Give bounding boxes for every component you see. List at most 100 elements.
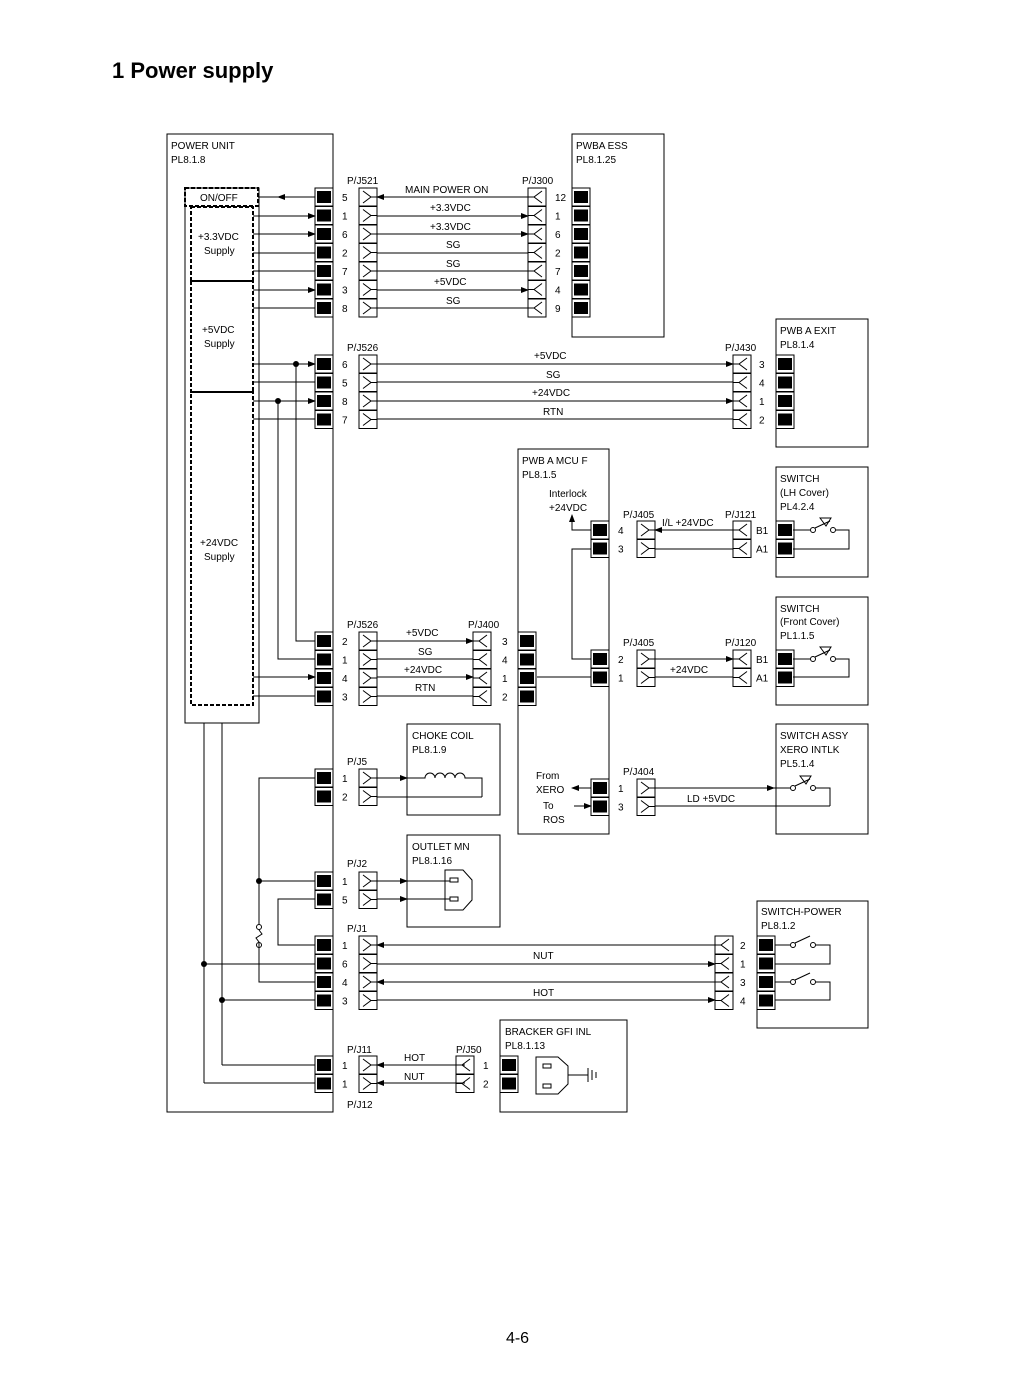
- pin-frame: [775, 668, 795, 687]
- pin-square: [317, 191, 331, 203]
- pin-chevron: [362, 301, 377, 315]
- pin-chevron: [473, 690, 488, 703]
- wire: [255, 929, 315, 983]
- pin-square: [317, 672, 331, 684]
- pin-number: 5: [342, 193, 348, 204]
- supply-24v-box: [190, 391, 254, 706]
- choke-coil-ref: PL8.1.9: [412, 745, 447, 756]
- switch-power-name: SWITCH-POWER: [761, 907, 842, 918]
- pj400-label: P/J400: [468, 620, 500, 631]
- pin-chevron: [362, 376, 377, 389]
- switch-front-ref: PL1.1.5: [780, 631, 815, 642]
- pin-frame: [314, 787, 334, 806]
- switch-xero-ref: PL5.1.4: [780, 759, 815, 770]
- pin-square: [778, 376, 792, 389]
- pin-square: [317, 957, 331, 970]
- signal-gfi-hot: HOT: [404, 1053, 425, 1064]
- pin-frame: [775, 539, 795, 558]
- pin-square: [317, 635, 331, 647]
- power-unit-block: [166, 133, 334, 1113]
- signal-ld-5v: LD +5VDC: [687, 794, 735, 805]
- mcu-interlock-voltage: +24VDC: [549, 503, 587, 514]
- page-number: 4-6: [505, 1330, 530, 1347]
- pin-square: [317, 653, 331, 666]
- pin-chevron: [362, 264, 377, 278]
- supply-33v-label-2: Supply: [204, 246, 235, 257]
- pwba-ess-name: PWBA ESS: [576, 141, 628, 152]
- inlet-slot: [542, 1083, 552, 1089]
- pin-chevron: [362, 634, 377, 648]
- pin-square: [317, 413, 331, 426]
- pin-square: [574, 209, 588, 222]
- signal-sg-2: SG: [446, 259, 461, 270]
- pin-number: 2: [759, 416, 765, 427]
- pin-square: [317, 994, 331, 1007]
- junction: [219, 997, 225, 1003]
- pin-chevron: [362, 874, 377, 888]
- pin-number: 7: [555, 267, 561, 278]
- pin-chevron: [362, 671, 377, 685]
- pin-number: 1: [618, 674, 624, 685]
- pin-chevron: [528, 283, 543, 296]
- pin-chevron: [362, 771, 377, 785]
- pj11-label: P/J11: [347, 1045, 372, 1056]
- pin-chevron: [528, 246, 543, 259]
- pin-number: 1: [342, 941, 348, 952]
- contact: [810, 527, 816, 533]
- pin-number: 3: [618, 545, 624, 556]
- pj405b-label: P/J405: [623, 638, 655, 649]
- pwba-ess-ref: PL8.1.25: [576, 155, 616, 166]
- pin-number: 5: [342, 896, 348, 907]
- pin-number: 2: [502, 693, 508, 704]
- wire: [277, 401, 315, 660]
- pin-square: [574, 302, 588, 314]
- pj120-label: P/J120: [725, 638, 757, 649]
- inlet-shape: [535, 1056, 569, 1095]
- pin-square: [593, 800, 607, 813]
- signal-mcu-5v: +5VDC: [406, 628, 439, 639]
- contact: [256, 924, 262, 930]
- pj526a-label: P/J526: [347, 343, 379, 354]
- pin-frame: [775, 410, 795, 429]
- switch-lh-sub: (LH Cover): [780, 488, 829, 499]
- switch-xero-block: [775, 723, 869, 835]
- pin-square: [593, 542, 607, 555]
- pin-chevron: [362, 246, 377, 259]
- pin-chevron: [362, 209, 377, 222]
- pin-number: 5: [342, 379, 348, 390]
- wire: [794, 778, 811, 787]
- pin-number: 6: [555, 230, 561, 241]
- pin-square: [317, 875, 331, 887]
- pin-number: 3: [342, 997, 348, 1008]
- pin-square: [759, 939, 773, 951]
- pin-chevron: [362, 1077, 377, 1090]
- pin-number: 9: [555, 304, 561, 315]
- pin-number: 1: [342, 1080, 348, 1091]
- pin-chevron: [362, 283, 377, 296]
- pin-number: 6: [342, 360, 348, 371]
- pin-number: 1: [342, 1061, 348, 1072]
- pj2-label: P/J2: [347, 859, 367, 870]
- pin-square: [778, 413, 792, 426]
- pin-number: 3: [502, 637, 508, 648]
- pin-chevron: [362, 190, 377, 204]
- pin-chevron: [640, 542, 655, 555]
- pin-square: [574, 246, 588, 259]
- wire: [775, 981, 831, 1001]
- pin-number: 7: [342, 416, 348, 427]
- pin-number: 4: [555, 286, 561, 297]
- pin-number: B1: [756, 526, 769, 537]
- pin-number: 1: [483, 1061, 489, 1072]
- pin-number: 4: [502, 656, 508, 667]
- switch-front-sub: (Front Cover): [780, 617, 839, 628]
- pin-square: [317, 265, 331, 277]
- signal-il-24v: I/L +24VDC: [662, 518, 714, 529]
- pin-frame: [314, 1074, 334, 1093]
- pin-square: [520, 690, 534, 703]
- pin-chevron: [473, 634, 488, 648]
- pin-chevron: [528, 190, 543, 204]
- inlet-slot: [542, 1063, 552, 1069]
- pin-square: [502, 1077, 516, 1090]
- pj405a-label: P/J405: [623, 510, 655, 521]
- pin-chevron: [733, 394, 748, 408]
